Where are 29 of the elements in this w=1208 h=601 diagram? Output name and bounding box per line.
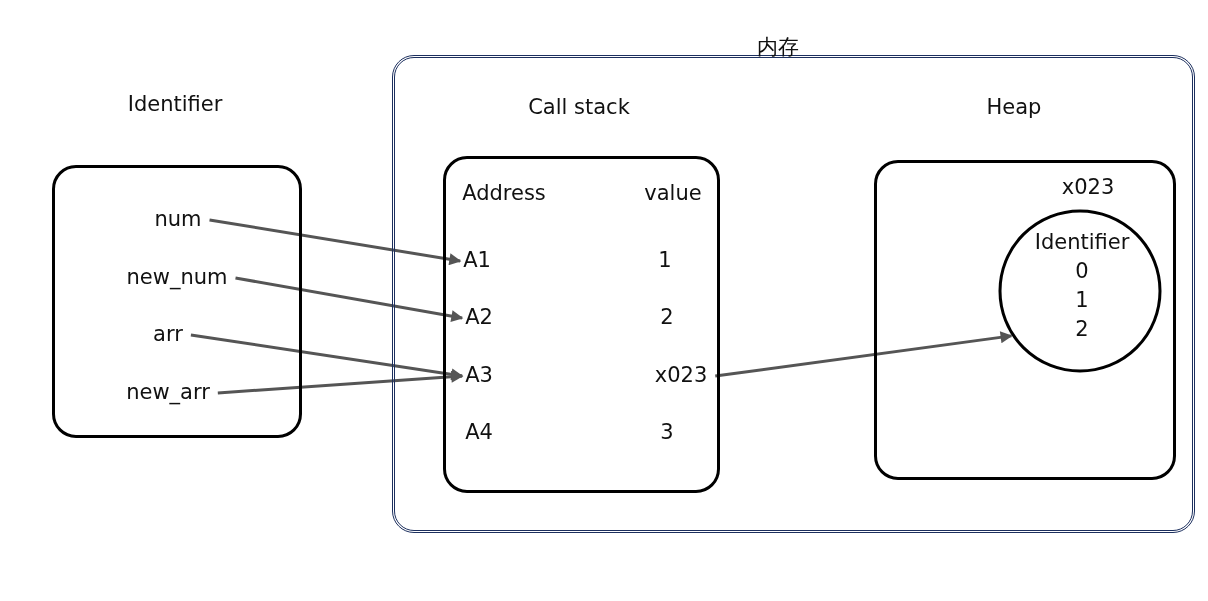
- circle-shape: [998, 209, 1162, 373]
- box-heading: 内存: [757, 36, 799, 60]
- box-heading: Call stack: [528, 96, 630, 120]
- field-label: Identifier: [1034, 231, 1130, 255]
- box-heading: Heap: [986, 96, 1042, 120]
- arrow: [209, 218, 462, 266]
- column-header: value: [644, 182, 702, 206]
- variable-label: arr: [153, 323, 183, 347]
- address-label: A3: [465, 364, 493, 388]
- variable-label: new_num: [126, 266, 228, 290]
- variable-label: num: [154, 208, 202, 232]
- column-header: Address: [462, 182, 546, 206]
- element-value: 2: [1075, 318, 1089, 342]
- box-heading: Identifier: [127, 93, 223, 117]
- address-label: A4: [465, 421, 493, 445]
- value-label: 3: [660, 421, 674, 445]
- arrow: [235, 276, 464, 323]
- arrow: [715, 331, 1013, 378]
- element-value: 0: [1075, 260, 1089, 284]
- variable-label: new_arr: [126, 381, 210, 405]
- address-label: A2: [465, 306, 493, 330]
- value-label: 2: [660, 306, 674, 330]
- address-label: A1: [463, 249, 491, 273]
- value-label: 1: [658, 249, 672, 273]
- arrow: [217, 370, 464, 395]
- value-label: x023: [654, 364, 708, 388]
- address-label: x023: [1061, 176, 1115, 200]
- element-value: 1: [1075, 289, 1089, 313]
- arrow: [190, 333, 464, 381]
